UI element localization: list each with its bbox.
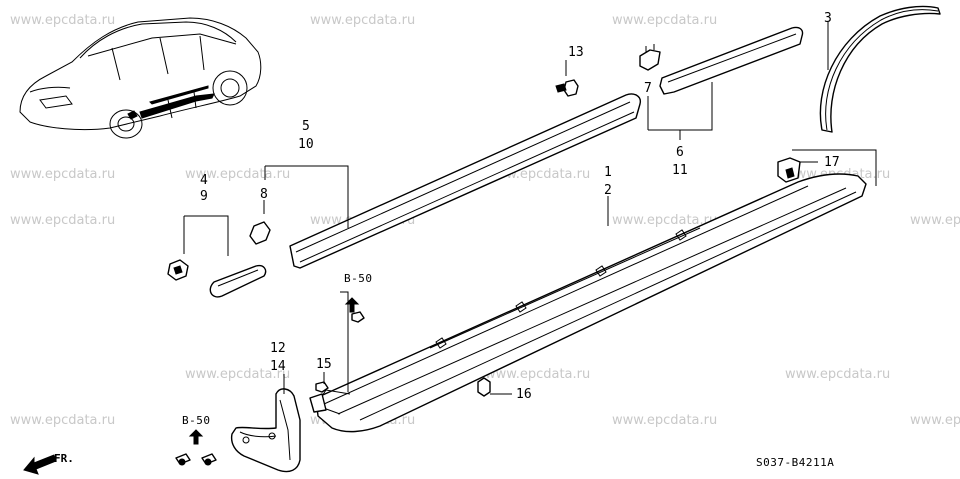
reference-labels: B-50 B-50 S037-B4211A xyxy=(182,272,834,469)
watermark: www.epcdata.ru xyxy=(10,167,115,182)
diagram-code: S037-B4211A xyxy=(756,456,834,469)
watermark: www.epcdata.ru xyxy=(185,367,290,382)
callout-12: 12 xyxy=(270,341,286,356)
vehicle-illustration xyxy=(19,17,262,139)
side-sill-panel xyxy=(309,173,867,433)
watermark: www.epcdata.ru xyxy=(10,413,115,428)
front-direction-indicator: FR. xyxy=(23,452,74,475)
wheel-arch-moulding xyxy=(819,5,941,133)
watermark: www.epcdata.ru xyxy=(310,13,415,28)
callout-15: 15 xyxy=(316,357,332,372)
watermark: www.epcdata.ru xyxy=(612,213,717,228)
callout-11: 11 xyxy=(672,163,688,178)
callout-3: 3 xyxy=(824,11,832,26)
reference-label: B-50 xyxy=(182,414,211,427)
callout-1: 1 xyxy=(604,165,612,180)
reference-label: B-50 xyxy=(344,272,373,285)
up-arrow-icon xyxy=(344,297,360,313)
callout-10: 10 xyxy=(298,137,314,152)
watermark: www.epcdata.ru xyxy=(910,213,960,228)
watermark: www.epcdata.ru xyxy=(612,13,717,28)
direction-label: FR. xyxy=(54,452,74,465)
watermark: www.epcdata.ru xyxy=(612,413,717,428)
watermark: www.epcdata.ru xyxy=(785,367,890,382)
watermark: www.epcdata.ru xyxy=(910,413,960,428)
up-arrow-icon xyxy=(188,429,204,445)
mudguard xyxy=(230,388,301,473)
callout-5: 5 xyxy=(302,119,310,134)
callout-7: 7 xyxy=(644,81,652,96)
watermark: www.epcdata.ru xyxy=(10,13,115,28)
callout-16: 16 xyxy=(516,387,532,402)
side-sill-garnish xyxy=(289,93,641,269)
door-moulding xyxy=(659,26,804,95)
callout-9: 9 xyxy=(200,189,208,204)
reference-arrows xyxy=(188,297,360,445)
callout-6: 6 xyxy=(676,145,684,160)
callout-labels: 3 13 7 6 11 5 10 1 2 4 9 8 17 12 14 15 1… xyxy=(200,11,840,402)
watermark: www.epcdata.ru xyxy=(485,367,590,382)
leader-lines xyxy=(183,22,877,395)
callout-13: 13 xyxy=(568,45,584,60)
watermark: www.epcdata.ru xyxy=(10,213,115,228)
small-garnish xyxy=(209,264,267,298)
watermark: www.epcdata.ru xyxy=(185,167,290,182)
front-arrow-icon xyxy=(23,454,57,475)
callout-2: 2 xyxy=(604,183,612,198)
fasteners xyxy=(167,44,801,466)
callout-17: 17 xyxy=(824,155,840,170)
callout-14: 14 xyxy=(270,359,286,374)
callout-8: 8 xyxy=(260,187,268,202)
callout-4: 4 xyxy=(200,173,208,188)
